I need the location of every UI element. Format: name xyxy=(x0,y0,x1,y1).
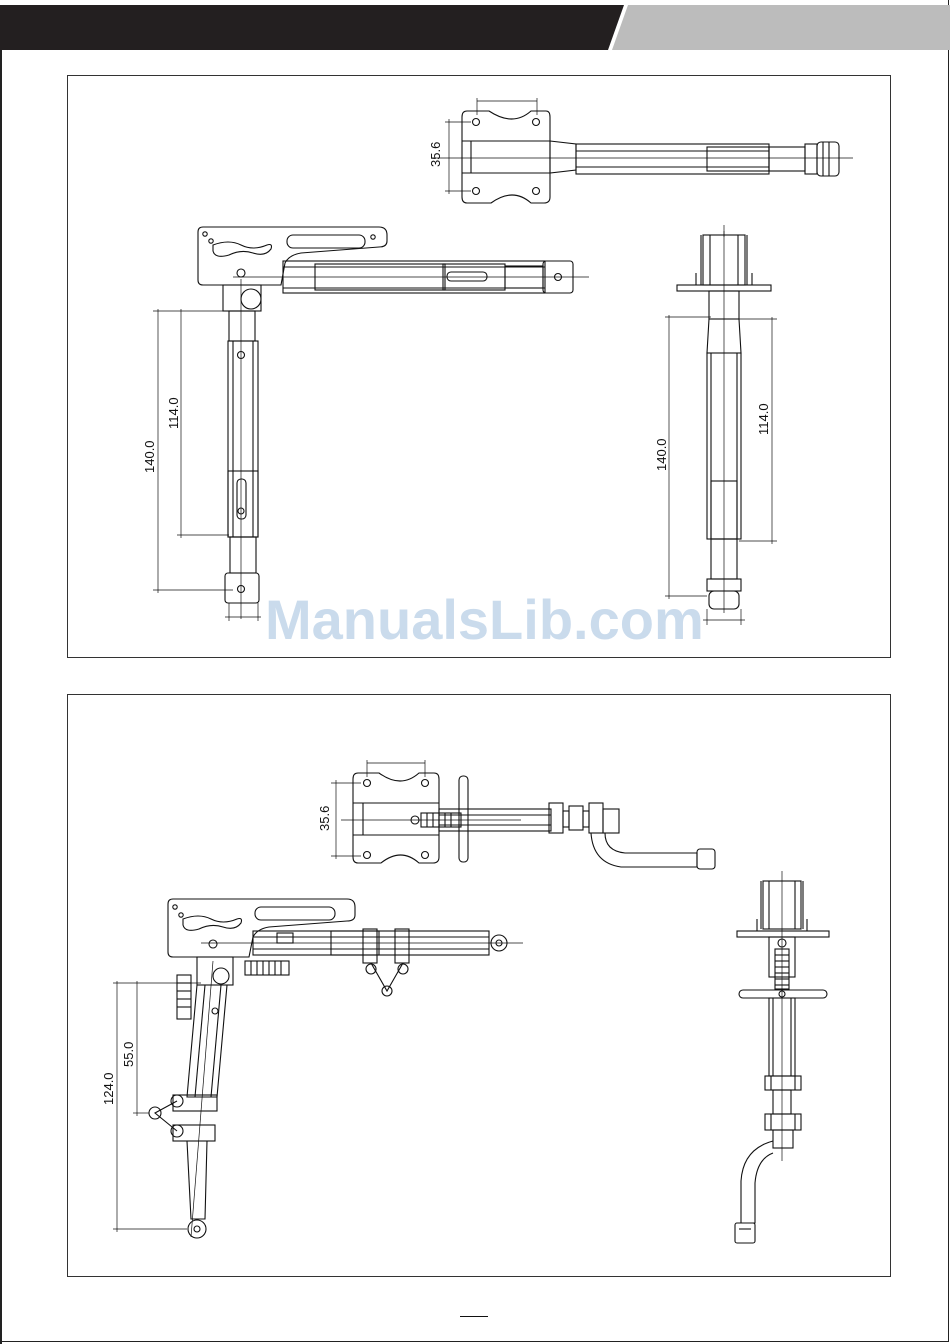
drawing-top: 35.6 xyxy=(68,76,890,657)
header-band xyxy=(0,0,950,52)
front-view-top-dimension-inner: 114.0 xyxy=(756,403,771,435)
front-view-bottom xyxy=(735,871,829,1243)
plan-view-bottom-dimension: 35.6 xyxy=(317,806,332,831)
drawing-panel-bottom: 35.6 xyxy=(67,694,891,1277)
drawing-bottom: 35.6 xyxy=(68,695,890,1276)
side-view-top-dimension-inner: 114.0 xyxy=(166,397,181,429)
drawing-panel-top: 35.6 xyxy=(67,75,891,658)
side-view-top xyxy=(153,227,589,621)
plan-view-top xyxy=(431,98,853,203)
page-number xyxy=(460,1308,490,1322)
side-view-bottom xyxy=(113,899,523,1238)
plan-view-bottom xyxy=(331,760,715,869)
side-view-bottom-dimension-outer: 124.0 xyxy=(101,1072,116,1105)
page-frame-left-edge xyxy=(0,48,2,1344)
watermark: ManualsLib.com xyxy=(265,588,705,652)
header-light-band xyxy=(612,5,950,50)
side-view-top-dimension-outer: 140.0 xyxy=(142,440,157,473)
front-view-top-dimension-outer: 140.0 xyxy=(654,438,669,471)
header-dark-band xyxy=(0,5,624,50)
side-view-bottom-dimension-inner: 55.0 xyxy=(121,1042,136,1067)
plan-view-top-dimension: 35.6 xyxy=(428,142,443,167)
